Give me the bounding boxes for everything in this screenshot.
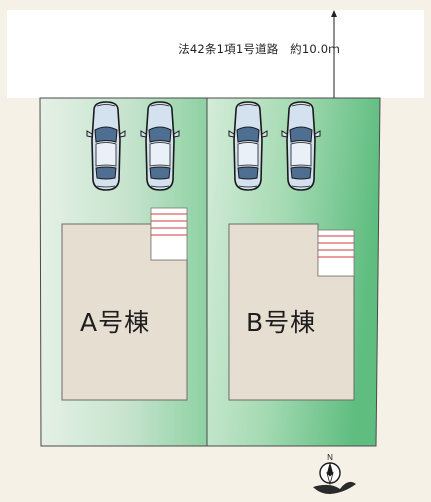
building-a-stairs <box>150 207 188 261</box>
building-a-label: A号棟 <box>80 308 151 337</box>
building-b-label: B号棟 <box>246 308 317 337</box>
building-b-stairs <box>317 229 355 277</box>
north-arrow-icon: N <box>313 453 356 494</box>
building-b-stair-steps <box>318 235 354 258</box>
building-a-stair-steps <box>151 213 187 236</box>
dimension-arrowhead-icon <box>331 10 337 17</box>
road-label: 法42条1項1号道路 約10.0ｍ <box>178 42 340 56</box>
svg-text:N: N <box>327 453 333 462</box>
road <box>7 10 424 98</box>
